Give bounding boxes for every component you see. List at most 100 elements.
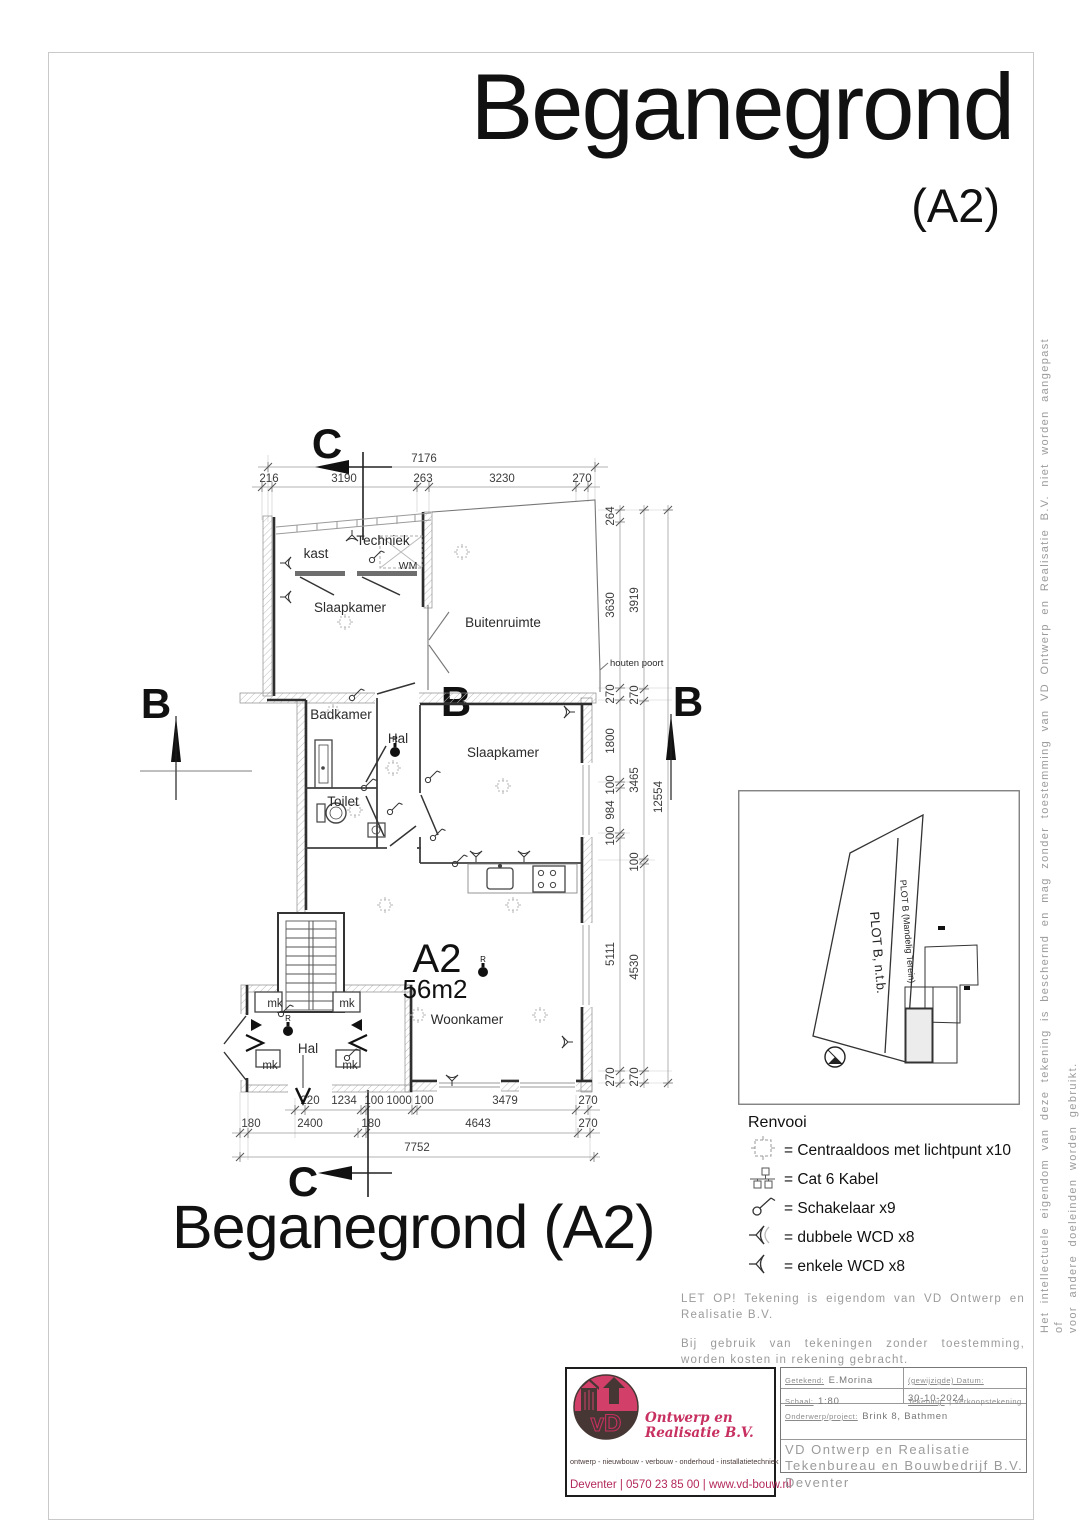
smoke-detectors: R R R (283, 735, 488, 1036)
drawing-caption: Beganegrond (A2) (172, 1193, 656, 1261)
dim-label: 4643 (465, 1118, 491, 1130)
svg-text:R: R (392, 735, 398, 744)
room-label-badkamer: Badkamer (310, 707, 372, 722)
datum-value: 30-10-2024 (908, 1393, 965, 1404)
legend: Renvooi = Centraaldoos met lichtpunt x10… (748, 1114, 1038, 1281)
dim-label: 3630 (605, 592, 617, 618)
dim-label: 100 (605, 826, 617, 845)
extension-lines (239, 455, 672, 1160)
unit-label: A2 (413, 937, 462, 981)
hand-basin-icon (367, 822, 386, 838)
dim-label: 264 (605, 506, 617, 526)
room-label-techniek: Techniek (356, 533, 410, 548)
project-label: Onderwerp/project: (785, 1412, 858, 1421)
kitchen-counter (467, 863, 578, 894)
dim-label: 180 (241, 1118, 260, 1130)
mk-label: mk (267, 998, 283, 1010)
legend-item: = dubbele WCD x8 (748, 1223, 1038, 1252)
walls (238, 499, 609, 1093)
mk-label: mk (262, 1060, 278, 1072)
staircase (277, 912, 345, 1013)
logo-contact-line: Deventer | 0570 23 85 00 | www.vd-bouw.n… (570, 1479, 792, 1491)
section-b-left: B (141, 680, 171, 727)
dim-label: 3919 (629, 587, 641, 613)
toilet-icon (316, 803, 326, 823)
entry-chevron-icon (245, 1034, 266, 1052)
dim-label: 100 (605, 775, 617, 794)
plot-label: PLOT B, n.t.b. (867, 911, 889, 994)
entrance-hall (223, 991, 368, 1106)
svg-text:R: R (480, 955, 486, 964)
switch-icon (748, 1194, 784, 1223)
entry-arrow-icon (251, 1019, 262, 1031)
dim-label: 270 (578, 1118, 597, 1130)
logo-company-name: Ontwerp en Realisatie B.V. (645, 1410, 754, 1441)
mk-label: mk (339, 998, 355, 1010)
dim-label: 100 (629, 852, 641, 871)
vertical-copyright: Het intellectuele eigendom van deze teke… (1039, 337, 1079, 1333)
dim-label: 270 (629, 685, 641, 704)
dim-label: 7176 (411, 453, 437, 465)
room-label-hal2: Hal (298, 1041, 318, 1056)
getekend-value: E.Morina (828, 1375, 873, 1386)
section-markers: C C B B B (140, 420, 703, 1200)
single-socket-icon (748, 1252, 784, 1281)
doors (295, 571, 439, 847)
entry-arrow-icon (351, 1019, 362, 1031)
page-title: Beganegrond (470, 54, 1015, 159)
project-value: Brink 8, Bathmen (862, 1411, 948, 1422)
room-label-wm: WM (399, 560, 418, 572)
company-logo-box: vD Ontwerp en Realisatie B.V. ontwerp - … (565, 1367, 792, 1497)
room-labels: kast Techniek WM Slaapkamer Buitenruimte… (262, 533, 663, 1072)
room-label-hal1: Hal (388, 731, 408, 746)
dim-label: 12554 (653, 780, 665, 813)
dim-label: 263 (413, 473, 432, 485)
dim-label: 3190 (331, 473, 357, 485)
sheet-frame (48, 52, 1034, 1520)
dim-label: 984 (605, 800, 617, 820)
legend-item: = enkele WCD x8 (748, 1252, 1038, 1281)
company-logo-icon: vD (573, 1374, 639, 1445)
dim-label: 7752 (404, 1142, 430, 1154)
siteplan-inset: PLOT B, n.t.b. PLOT B (Mandelig Terein) (738, 790, 1020, 1105)
dim-label: 5111 (605, 942, 617, 966)
schaal-label: Schaal: (785, 1397, 814, 1406)
logo-services-line: ontwerp - nieuwbouw - verbouw - onderhou… (570, 1457, 779, 1466)
legend-item: = Schakelaar x9 (748, 1194, 1038, 1223)
section-c-bottom: C (288, 1158, 318, 1200)
dim-label: 3230 (489, 473, 515, 485)
dim-label: 180 (361, 1118, 380, 1130)
section-c-top: C (312, 420, 342, 467)
label-houten-poort: houten poort (610, 658, 664, 669)
basin-drain-icon (321, 766, 325, 770)
room-label-woonkamer: Woonkamer (431, 1012, 504, 1027)
legend-item: = Centraaldoos met lichtpunt x10 (748, 1136, 1038, 1165)
sheet-size-label: (A2) (911, 179, 1000, 232)
dim-label: 270 (605, 1067, 617, 1086)
dim-label: 270 (629, 1067, 641, 1086)
note-paragraph: Bij gebruik van tekeningen zonder toeste… (681, 1338, 1025, 1366)
svg-text:vD: vD (591, 1410, 622, 1437)
floorplan-drawing: 7176 216 3190 263 3230 270 264 3630 270 … (140, 420, 703, 1200)
dim-label: 100 (414, 1095, 433, 1107)
dim-label: 270 (578, 1095, 597, 1107)
company-address-block: VD Ontwerp en Realisatie Tekenbureau en … (785, 1442, 1024, 1490)
unit-area: 56m2 (402, 974, 467, 1004)
dim-label: 1000 (386, 1095, 412, 1107)
section-b-right: B (673, 678, 703, 725)
room-label-slaapkamer2: Slaapkamer (467, 745, 540, 760)
room-label-toilet: Toilet (327, 794, 359, 809)
stove-icon (532, 865, 566, 893)
dim-label: 216 (259, 473, 278, 485)
dim-label: 1800 (605, 728, 617, 754)
datum-label: (gewijzigde) Datum: (908, 1376, 984, 1385)
fixtures (314, 535, 578, 894)
entry-chevron-icon (347, 1034, 368, 1052)
dim-label: 270 (572, 473, 591, 485)
dim-label: 1234 (331, 1095, 357, 1107)
getekend-label: Getekend: (785, 1376, 825, 1385)
titleblock-table: Getekend: E.Morina (gewijzigde) Datum: 3… (780, 1367, 1027, 1490)
room-label-slaapkamer1: Slaapkamer (314, 600, 387, 615)
copyright-notes: LET OP! Tekening is eigendom van VD Ontw… (681, 1292, 1025, 1382)
room-label-kast: kast (304, 546, 329, 561)
